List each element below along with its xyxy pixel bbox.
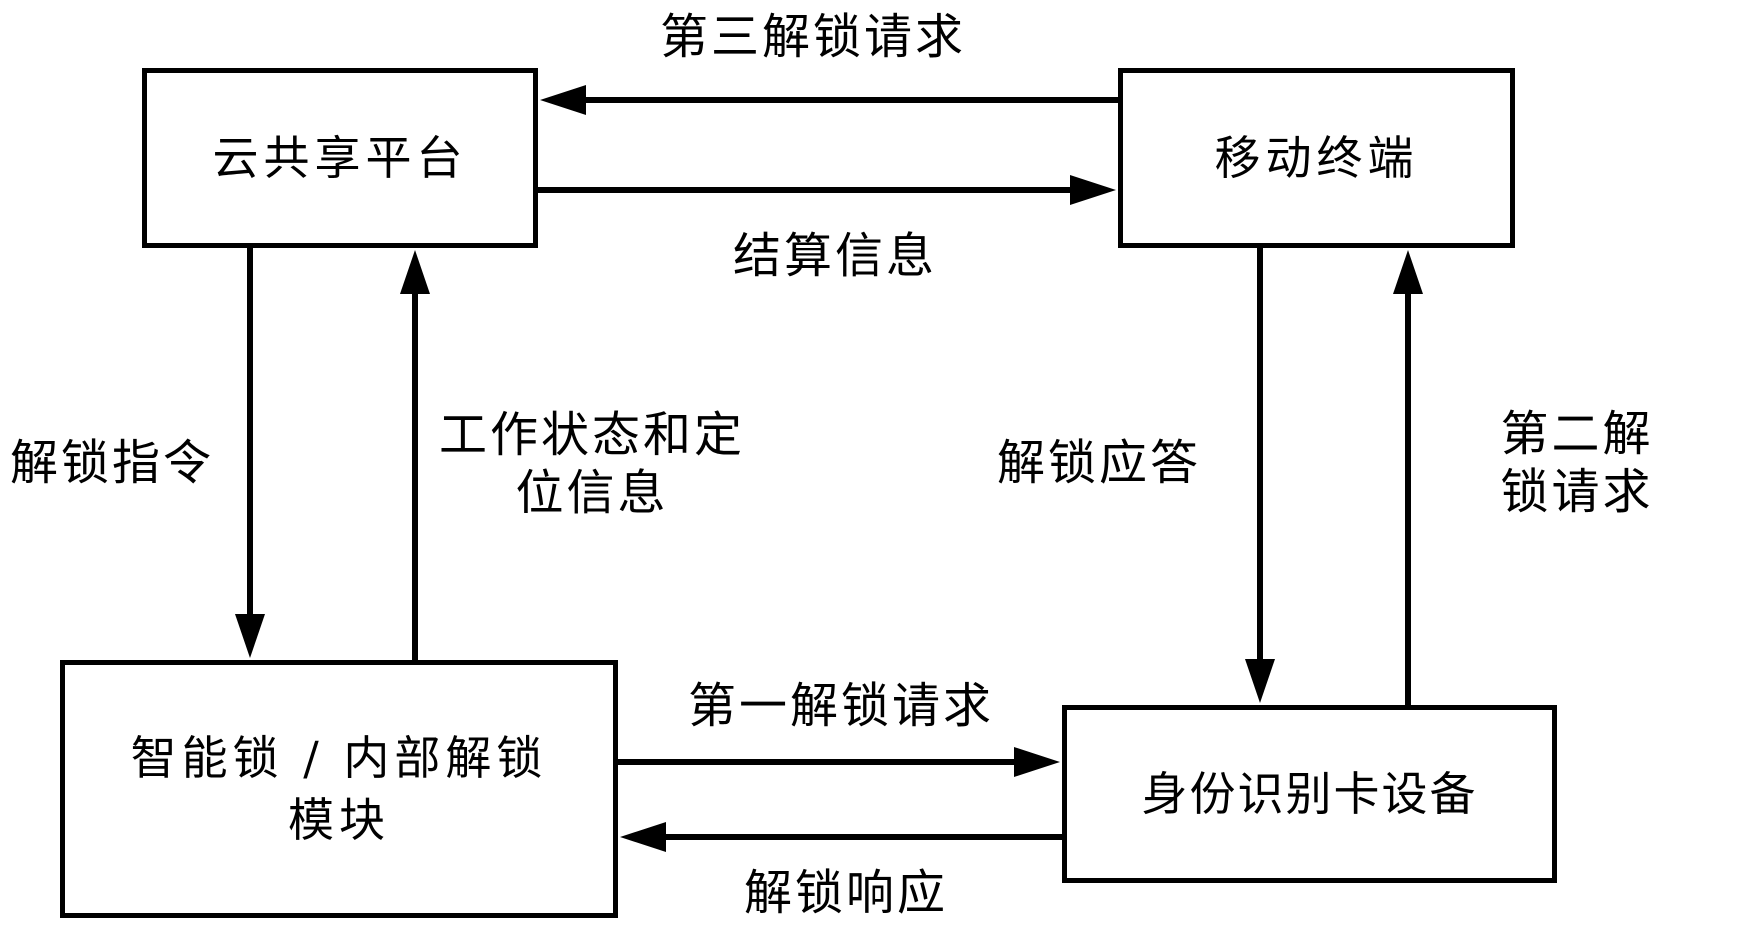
unlock-response-label: 解锁响应 <box>743 865 949 921</box>
node-smart-lock-module: 智能锁 / 内部解锁 模块 <box>60 660 618 918</box>
third-unlock-request-arrow <box>540 85 1118 115</box>
node-id-card-device-label: 身份识别卡设备 <box>1141 767 1478 821</box>
node-mobile-terminal-label: 移动终端 <box>1214 131 1419 185</box>
second-unlock-request-label: 第二解锁请求 <box>1500 406 1654 520</box>
node-cloud-platform-label: 云共享平台 <box>212 131 468 185</box>
unlock-response-arrow <box>620 822 1062 852</box>
work-status-location-label: 工作状态和定 位信息 <box>438 407 746 521</box>
node-cloud-platform: 云共享平台 <box>142 68 538 248</box>
third-unlock-request-label: 第三解锁请求 <box>659 9 967 65</box>
unlock-answer-label: 解锁应答 <box>996 435 1202 491</box>
first-unlock-request-label: 第一解锁请求 <box>687 678 995 734</box>
unlock-command-label: 解锁指令 <box>9 435 215 491</box>
first-unlock-request-arrow <box>618 747 1060 777</box>
settlement-info-label: 结算信息 <box>732 228 938 284</box>
second-unlock-request-arrow <box>1393 250 1423 705</box>
node-smart-lock-module-label: 智能锁 / 内部解锁 模块 <box>130 731 548 847</box>
work-status-location-arrow <box>400 250 430 660</box>
node-id-card-device: 身份识别卡设备 <box>1062 705 1557 883</box>
unlock-command-arrow <box>235 248 265 658</box>
unlock-answer-arrow <box>1245 248 1275 703</box>
settlement-info-arrow <box>538 175 1116 205</box>
node-mobile-terminal: 移动终端 <box>1118 68 1515 248</box>
